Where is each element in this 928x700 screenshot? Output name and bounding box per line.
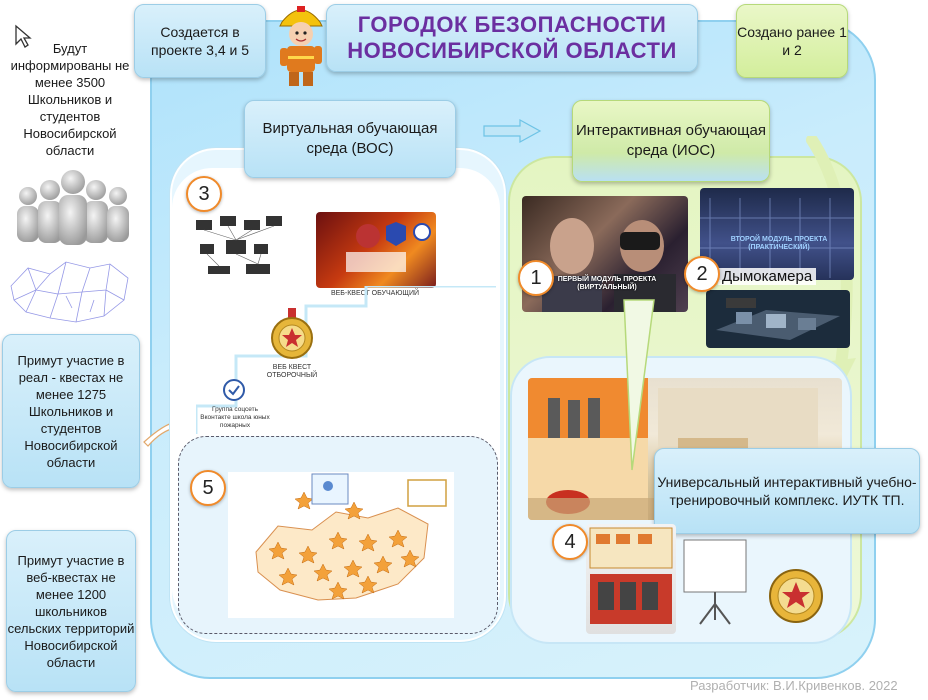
- checkmark-icon: [223, 379, 245, 401]
- title-line2: НОВОСИБИРСКОЙ ОБЛАСТИ: [347, 38, 677, 63]
- smoke-chamber-label: Дымокамера: [718, 268, 817, 285]
- vr-people-icon: [542, 218, 676, 312]
- web-quests-info-box: Примут участие в веб-квестах не менее 12…: [6, 530, 136, 692]
- rural-map: [228, 472, 454, 618]
- number-3-badge: 3: [186, 176, 222, 212]
- created-earlier-text: Создано ранее 1 и 2: [737, 24, 847, 58]
- iutk-equipment-icon: [589, 527, 673, 624]
- created-in-project-box: Создается в проекте 3,4 и 5: [134, 4, 266, 78]
- rural-map-stars-icon: [255, 473, 447, 601]
- medal-icon: [271, 308, 313, 359]
- iutk-callout: Универсальный интерактивный учебно-трени…: [654, 448, 920, 534]
- ioc-label: Интерактивная обучающая среда (ИОС): [576, 122, 766, 159]
- webquest-training-caption: ВЕБ-КВЕСТ ОБУЧАЮЩИЙ: [330, 290, 420, 297]
- title-line1: ГОРОДОК БЕЗОПАСНОСТИ: [357, 12, 667, 37]
- number-1-badge: 1: [518, 260, 554, 296]
- iutk-text: Универсальный интерактивный учебно-трени…: [657, 474, 917, 508]
- real-quests-info-box: Примут участие в реал - квестах не менее…: [2, 334, 140, 488]
- smoke-chamber-photo: ВТОРОЙ МОДУЛЬ ПРОЕКТА (ПРАКТИЧЕСКИЙ): [700, 188, 854, 280]
- voc-label: Виртуальная обучающая среда (ВОС): [262, 120, 438, 157]
- emblem-medal-icon: [769, 569, 823, 623]
- equipment-diagram-icon: [196, 216, 282, 274]
- web-quests-info-text: Примут участие в веб-квестах не менее 12…: [7, 552, 135, 670]
- layout-3d-icon: [716, 298, 840, 340]
- developer-credit: Разработчик: В.И.Кривенков. 2022: [690, 678, 898, 693]
- firefighter-mascot-icon: [279, 6, 323, 86]
- number-4-badge: 4: [552, 524, 588, 560]
- vr-module-photo: ПЕРВЫЙ МОДУЛЬ ПРОЕКТА (ВИРТУАЛЬНЫЙ): [522, 196, 688, 312]
- callout-pointer-icon: [623, 299, 655, 471]
- region-map-icon: [10, 261, 129, 323]
- created-in-project-text: Создается в проекте 3,4 и 5: [151, 24, 249, 58]
- poster-emblems-icon: [346, 222, 431, 272]
- students-info-text: Будут информированы не менее 3500 Школьн…: [10, 41, 130, 158]
- people-group-icon: [17, 170, 129, 245]
- number-2-badge: 2: [684, 256, 720, 292]
- real-quests-info-text: Примут участие в реал - квестах не менее…: [17, 352, 125, 470]
- smoke-chamber-layout-photo: [706, 290, 850, 348]
- arrow-right-icon-2: [483, 118, 542, 144]
- webquest-training-poster: [316, 212, 436, 288]
- voc-label-box: Виртуальная обучающая среда (ВОС): [244, 100, 456, 178]
- vk-group-caption: Группа соцсеть Вконтакте школа юных пожа…: [200, 406, 270, 429]
- smoke-chamber-grid-icon: [700, 198, 854, 278]
- staircase-lines-icon: [196, 286, 496, 434]
- number-5-badge: 5: [190, 470, 226, 506]
- created-earlier-box: Создано ранее 1 и 2: [736, 4, 848, 78]
- title-box: ГОРОДОК БЕЗОПАСНОСТИ НОВОСИБИРСКОЙ ОБЛАС…: [326, 4, 698, 72]
- ioc-label-box: Интерактивная обучающая среда (ИОС): [572, 100, 770, 182]
- module1-caption: ПЕРВЫЙ МОДУЛЬ ПРОЕКТА (ВИРТУАЛЬНЫЙ): [557, 276, 657, 291]
- iutk-equipment-photo: [586, 524, 676, 634]
- cursor-icon: [15, 24, 32, 48]
- projector-screen-icon: [683, 539, 747, 625]
- webquest-selection-caption: ВЕБ КВЕСТ ОТБОРОЧНЫЙ: [266, 364, 318, 379]
- module2-caption: ВТОРОЙ МОДУЛЬ ПРОЕКТА (ПРАКТИЧЕСКИЙ): [730, 236, 828, 251]
